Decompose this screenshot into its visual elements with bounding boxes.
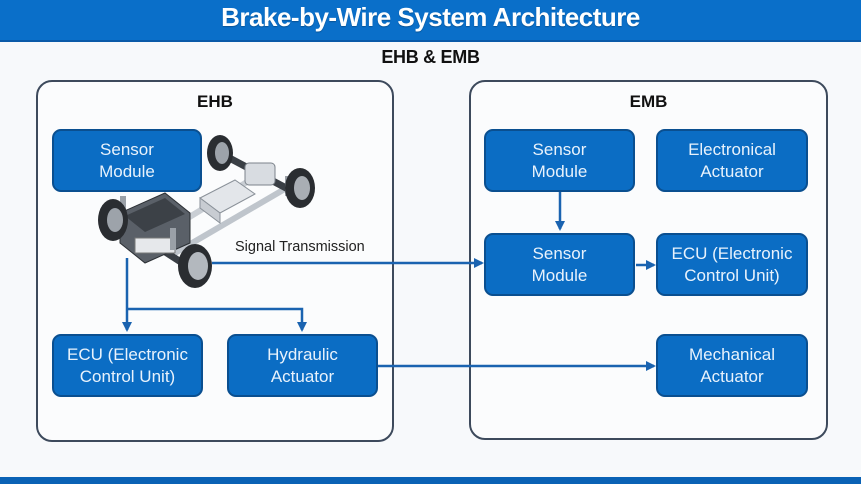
node-label-line1: Sensor — [532, 243, 587, 263]
signal-transmission-label: Signal Transmission — [235, 239, 365, 255]
ehb-panel-title: EHB — [197, 92, 233, 111]
emb-panel-title: EMB — [629, 92, 668, 111]
diagram-subtitle: EHB & EMB — [381, 47, 480, 67]
node-label-line1: Electronical — [688, 139, 776, 159]
title-banner: Brake-by-Wire System Architecture — [0, 0, 861, 42]
node-label-line2: Control Unit) — [684, 265, 780, 285]
node-label-line1: Sensor — [100, 139, 154, 159]
page-title: Brake-by-Wire System Architecture — [221, 2, 640, 32]
node-label-line2: Actuator — [270, 366, 335, 386]
node-label-line2: Module — [99, 161, 155, 181]
node-label-line1: ECU (Electronic — [671, 243, 793, 263]
node-label-line1: Sensor — [532, 139, 587, 159]
node-label-line2: Control Unit) — [79, 366, 176, 386]
node-label-line2: Module — [531, 265, 588, 285]
ehb-branch-line — [127, 307, 307, 332]
node-label-line2: Actuator — [700, 366, 764, 386]
node-label-line1: Mechanical — [689, 344, 775, 364]
node-label-line2: Actuator — [700, 161, 764, 181]
vehicle-chassis-icon — [98, 135, 315, 288]
footer-bar — [0, 477, 861, 484]
node-label-line1: Hydraulic — [267, 344, 338, 364]
node-label-line1: ECU (Electronic — [67, 344, 188, 364]
node-label-line2: Module — [531, 161, 588, 181]
